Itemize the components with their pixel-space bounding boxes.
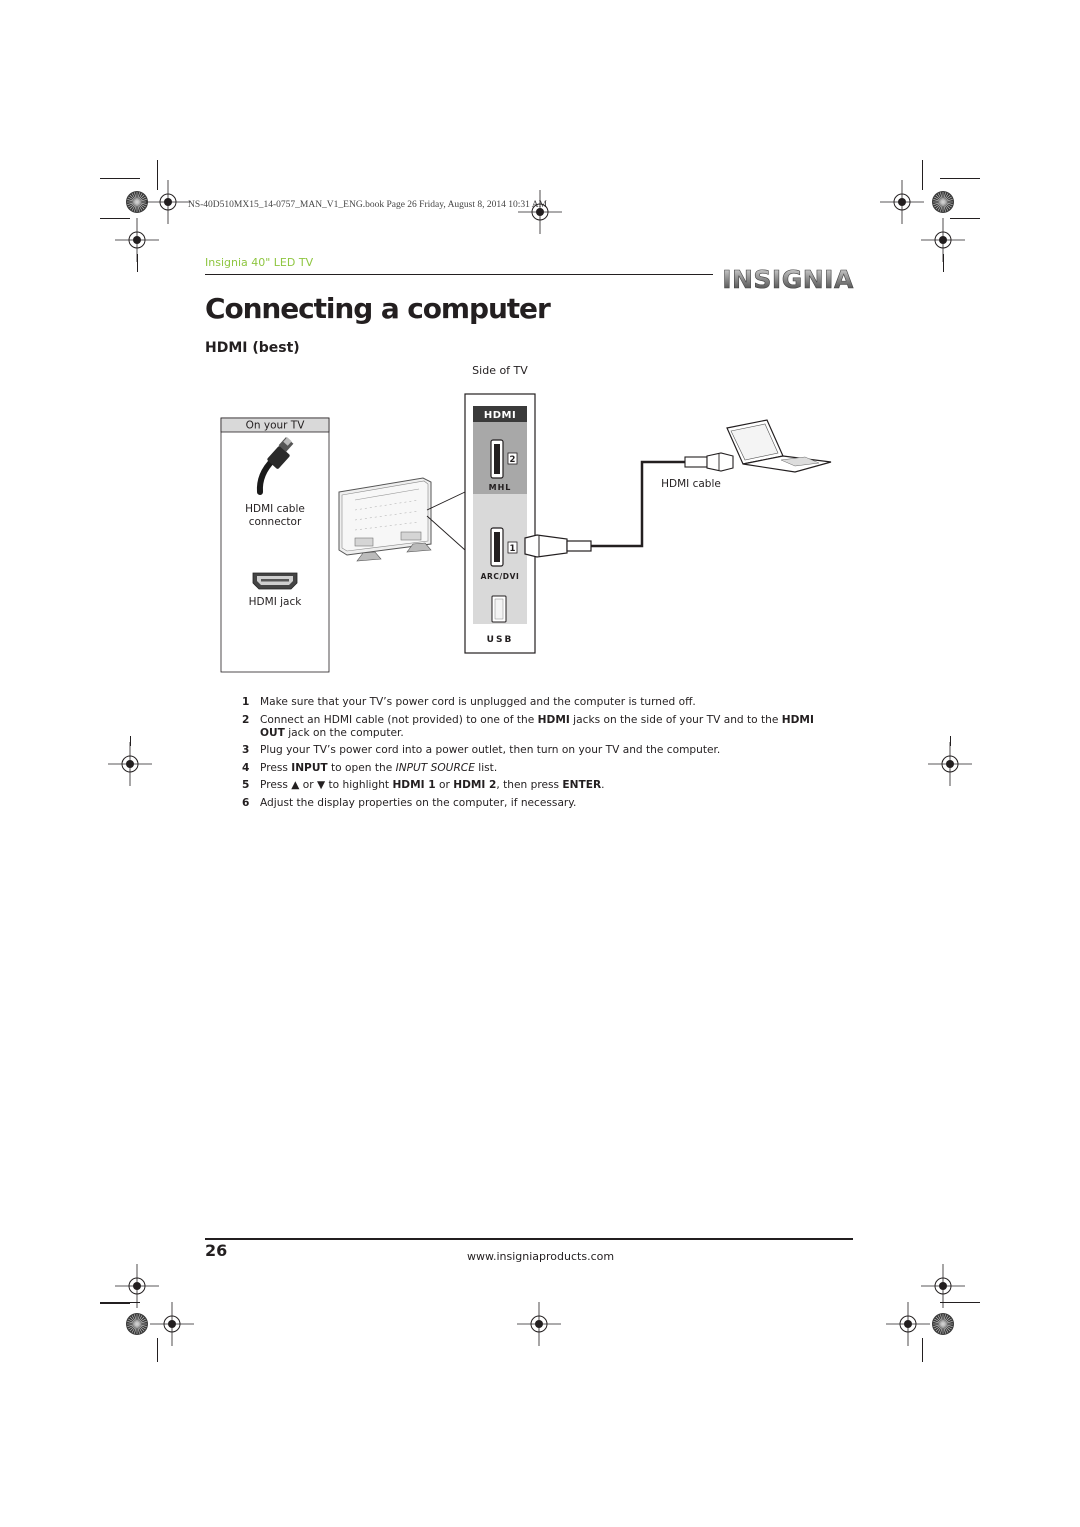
registration-crosshair-icon [928,742,972,786]
hdmi-port-2-number: 2 [510,455,516,465]
hdmi-cable-connector-label-line1: HDMI cable [245,503,305,515]
registration-star-icon [932,1313,954,1335]
step-text: INPUT SOURCE [395,761,475,774]
usb-label: USB [487,635,514,645]
step-item: 4 Press INPUT to open the INPUT SOURCE li… [242,762,842,775]
step-text: list. [474,761,498,774]
hdmi-cable-line [591,460,685,548]
crop-line [100,1302,140,1303]
registration-crosshair-icon [518,190,562,234]
hdmi-cable-label: HDMI cable [661,478,721,490]
hdmi-plug-icon [524,534,592,558]
step-number: 1 [242,696,250,708]
crop-line [157,160,158,190]
laptop-icon [726,419,832,473]
crop-line [157,1338,158,1362]
page-number: 26 [205,1241,228,1260]
step-number: 4 [242,761,250,774]
hdmi-jack-icon [252,572,298,590]
step-number: 6 [242,796,250,809]
step-text: , then press [496,779,563,791]
hdmi-cable-connector-label-line2: connector [249,516,302,528]
step-text: INPUT [291,761,328,774]
step-text: ENTER [562,779,602,791]
crop-line [950,736,951,746]
side-jack-panel: HDMI 2 MHL 1 ARC/DVI USB [464,393,536,654]
registration-crosshair-icon [880,180,924,224]
registration-crosshair-icon [921,218,965,262]
step-text: Adjust the display properties on the com… [260,796,577,809]
registration-star-icon [126,191,148,213]
crop-line [940,178,980,179]
crop-line [100,218,130,219]
step-text: HDMI 2 [453,779,497,791]
step-text: HDMI [537,713,570,726]
step-text: HDMI OUT [260,713,814,739]
step-text: Plug your TV’s power cord into a power o… [260,744,721,756]
usb-port [491,595,507,623]
step-item: 2 Connect an HDMI cable (not provided) to… [242,714,842,740]
insignia-logo: INSIGNIA [722,265,854,294]
step-number: 2 [242,713,250,726]
footer-rule [205,1238,853,1240]
hdmi-panel-logo: HDMI [484,410,516,421]
hdmi-cable-end-plug [684,452,734,472]
step-text: Press [260,761,292,774]
step-text: jack on the computer. [284,726,404,739]
crop-line [130,736,131,746]
registration-star-icon [126,1313,148,1335]
mhl-label: MHL [489,483,512,492]
step-text: Connect an HDMI cable (not provided) to … [260,713,538,726]
registration-crosshair-icon [886,1302,930,1346]
footer-url: www.insigniaproducts.com [467,1250,615,1263]
brand-text: INSIGNIA [722,265,854,294]
header-rule [205,274,713,275]
step-text: Press ▲ or ▼ to highlight [260,779,393,791]
on-your-tv-label: On your TV [246,420,306,432]
crop-line [943,254,944,272]
step-text: to open the [327,761,396,774]
crop-line [950,218,980,219]
arc-dvi-label: ARC/DVI [481,572,520,581]
tv-back-icon [338,477,466,562]
step-item: 6 Adjust the display properties on the co… [242,797,842,810]
registration-crosshair-icon [517,1302,561,1346]
crop-line [940,1302,980,1303]
product-line: Insignia 40" LED TV [205,256,314,269]
crop-line [137,254,138,272]
step-number: 3 [242,744,250,756]
hdmi-jack-label: HDMI jack [249,596,303,608]
hdmi-port-1-number: 1 [510,544,516,554]
registration-crosshair-icon [115,1264,159,1308]
section-heading: HDMI (best) [205,340,300,356]
hdmi-port-1 [490,527,504,567]
crop-line [100,1303,130,1304]
registration-crosshair-icon [921,1264,965,1308]
step-text: HDMI 1 [392,779,436,791]
registration-crosshair-icon [108,742,152,786]
connection-diagram: Side of TV On your TV HDMI cable connect… [220,364,832,673]
crop-line [922,160,923,190]
step-text: . [601,779,605,791]
step-item: 5 Press ▲ or ▼ to highlight HDMI 1 or HDM… [242,779,842,792]
step-item: 1 Make sure that your TV’s power cord is … [242,696,842,709]
hdmi-cable-connector-icon [256,437,294,495]
on-your-tv-panel: On your TV HDMI cable connector HDMI jac… [220,417,330,673]
hdmi-port-2 [490,439,504,479]
steps-list: 1 Make sure that your TV’s power cord is … [242,696,842,814]
step-item: 3 Plug your TV’s power cord into a power … [242,744,842,757]
registration-crosshair-icon [146,180,190,224]
step-text: Make sure that your TV’s power cord is u… [260,696,696,708]
crop-line [100,178,140,179]
page-title: Connecting a computer [205,292,551,325]
step-number: 5 [242,779,250,791]
print-header: NS-40D510MX15_14-0757_MAN_V1_ENG.book Pa… [188,200,548,210]
step-text: jacks on the side of your TV and to the [569,713,782,726]
step-text: or [435,779,454,791]
side-of-tv-label: Side of TV [472,364,528,377]
registration-star-icon [932,191,954,213]
registration-crosshair-icon [150,1302,194,1346]
crop-line [922,1338,923,1362]
